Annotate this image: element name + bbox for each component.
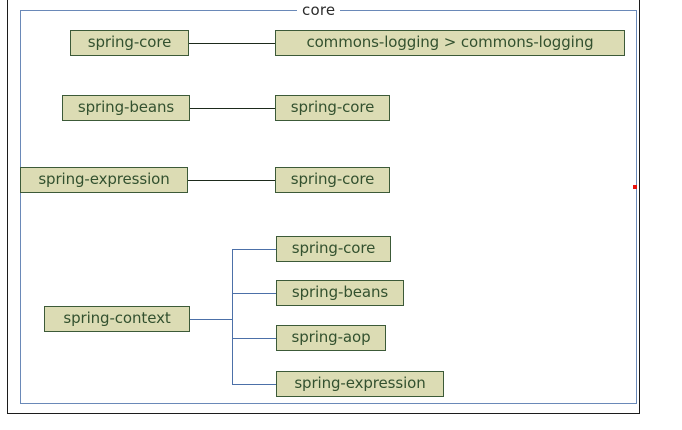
node-spring-expression-row3[interactable]: spring-expression (20, 167, 188, 193)
node-tree-child-spring-expression[interactable]: spring-expression (276, 371, 444, 397)
group-box-core: core (20, 2, 637, 404)
node-tree-child-spring-beans[interactable]: spring-beans (276, 280, 404, 306)
edge-tree-branch-3 (232, 338, 276, 339)
edge-row3 (188, 180, 275, 181)
edge-tree-branch-1 (232, 249, 276, 250)
node-spring-beans-row2[interactable]: spring-beans (62, 95, 190, 121)
red-marker-dot (633, 185, 637, 189)
node-spring-core-row2[interactable]: spring-core (275, 95, 390, 121)
edge-row1 (189, 43, 275, 44)
group-box-title: core (297, 2, 341, 18)
edge-tree-root-stub (190, 319, 233, 320)
node-commons-logging-row1[interactable]: commons-logging > commons-logging (275, 30, 625, 56)
edge-tree-branch-2 (232, 293, 276, 294)
edge-row2 (190, 108, 275, 109)
node-spring-core-row3[interactable]: spring-core (275, 167, 390, 193)
node-tree-child-spring-aop[interactable]: spring-aop (276, 325, 386, 351)
edge-tree-branch-4 (232, 384, 276, 385)
node-spring-core-row1[interactable]: spring-core (70, 30, 189, 56)
edge-tree-spine (232, 249, 233, 385)
node-spring-context-root[interactable]: spring-context (44, 306, 190, 332)
node-tree-child-spring-core[interactable]: spring-core (276, 236, 391, 262)
